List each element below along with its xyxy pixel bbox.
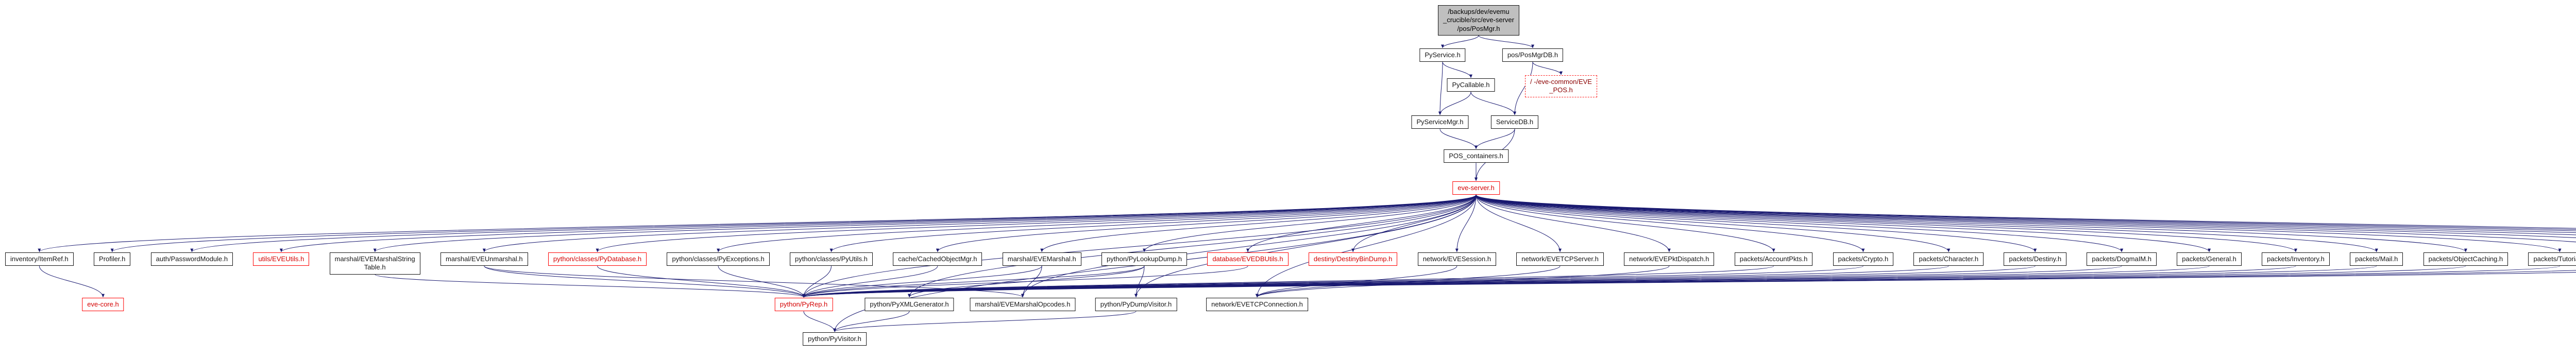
node-evepktdispatch[interactable]: network/EVEPktDispatch.h — [1624, 252, 1715, 266]
node-objectcaching[interactable]: packets/ObjectCaching.h — [2423, 252, 2509, 266]
include-graph-wide-row: inventory/ItemRef.h Profiler.h auth/Passwo… — [5, 252, 2576, 275]
node-poscontainers[interactable]: POS_containers.h — [1444, 149, 1509, 163]
node-pydatabase[interactable]: python/classes/PyDatabase.h — [548, 252, 647, 266]
node-tcpconnection[interactable]: network/EVETCPConnection.h — [1206, 298, 1308, 312]
node-evemarshal[interactable]: marshal/EVEMarshal.h — [1002, 252, 1081, 266]
node-marshalstringtable[interactable]: marshal/EVEMarshalString Table.h — [329, 252, 420, 275]
node-character[interactable]: packets/Character.h — [1913, 252, 1984, 266]
node-inventory[interactable]: packets/Inventory.h — [2262, 252, 2330, 266]
node-pyexceptions[interactable]: python/classes/PyExceptions.h — [667, 252, 770, 266]
node-evetcpserver[interactable]: network/EVETCPServer.h — [1516, 252, 1604, 266]
node-evepos[interactable]: / -/eve-common/EVE _POS.h — [1525, 75, 1597, 97]
node-mail[interactable]: packets/Mail.h — [2350, 252, 2403, 266]
node-pylookupdump[interactable]: python/PyLookupDump.h — [1101, 252, 1187, 266]
node-evedbutils[interactable]: database/EVEDBUtils.h — [1207, 252, 1289, 266]
node-pyservicemgr[interactable]: PyServiceMgr.h — [1411, 115, 1469, 129]
node-pyxmlgenerator[interactable]: python/PyXMLGenerator.h — [865, 298, 954, 312]
node-profiler[interactable]: Profiler.h — [94, 252, 131, 266]
node-crypto[interactable]: packets/Crypto.h — [1833, 252, 1894, 266]
node-pycallable[interactable]: PyCallable.h — [1447, 78, 1495, 92]
node-evesession[interactable]: network/EVESession.h — [1417, 252, 1496, 266]
node-evecore[interactable]: eve-core.h — [82, 298, 124, 312]
node-unmarshal[interactable]: marshal/EVEUnmarshal.h — [440, 252, 528, 266]
node-tutorial[interactable]: packets/Tutorial.h — [2528, 252, 2576, 266]
node-pyutils[interactable]: python/classes/PyUtils.h — [790, 252, 873, 266]
node-dogmaim[interactable]: packets/DogmaIM.h — [2087, 252, 2157, 266]
node-top[interactable]: /backups/dev/evemu _crucible/src/eve-ser… — [1438, 5, 1519, 36]
node-destinybindump[interactable]: destiny/DestinyBinDump.h — [1308, 252, 1398, 266]
node-eveutils[interactable]: utils/EVEUtils.h — [253, 252, 310, 266]
node-pydumpvisitor[interactable]: python/PyDumpVisitor.h — [1095, 298, 1177, 312]
node-accountpkts[interactable]: packets/AccountPkts.h — [1734, 252, 1813, 266]
node-servicedb[interactable]: ServiceDB.h — [1490, 115, 1539, 129]
node-destiny[interactable]: packets/Destiny.h — [2004, 252, 2067, 266]
node-general[interactable]: packets/General.h — [2177, 252, 2242, 266]
node-itemref[interactable]: inventory/ItemRef.h — [5, 252, 74, 266]
node-eveserver[interactable]: eve-server.h — [1452, 181, 1500, 195]
node-passwordmodule[interactable]: auth/PasswordModule.h — [150, 252, 233, 266]
node-pyrep[interactable]: python/PyRep.h — [774, 298, 833, 312]
node-marshalopcodes[interactable]: marshal/EVEMarshalOpcodes.h — [970, 298, 1076, 312]
node-pyvisitor[interactable]: python/PyVisitor.h — [803, 332, 867, 346]
node-pyservice[interactable]: PyService.h — [1419, 48, 1466, 62]
node-posmgrdb[interactable]: pos/PosMgrDB.h — [1502, 48, 1564, 62]
node-cachedobjectmgr[interactable]: cache/CachedObjectMgr.h — [893, 252, 982, 266]
